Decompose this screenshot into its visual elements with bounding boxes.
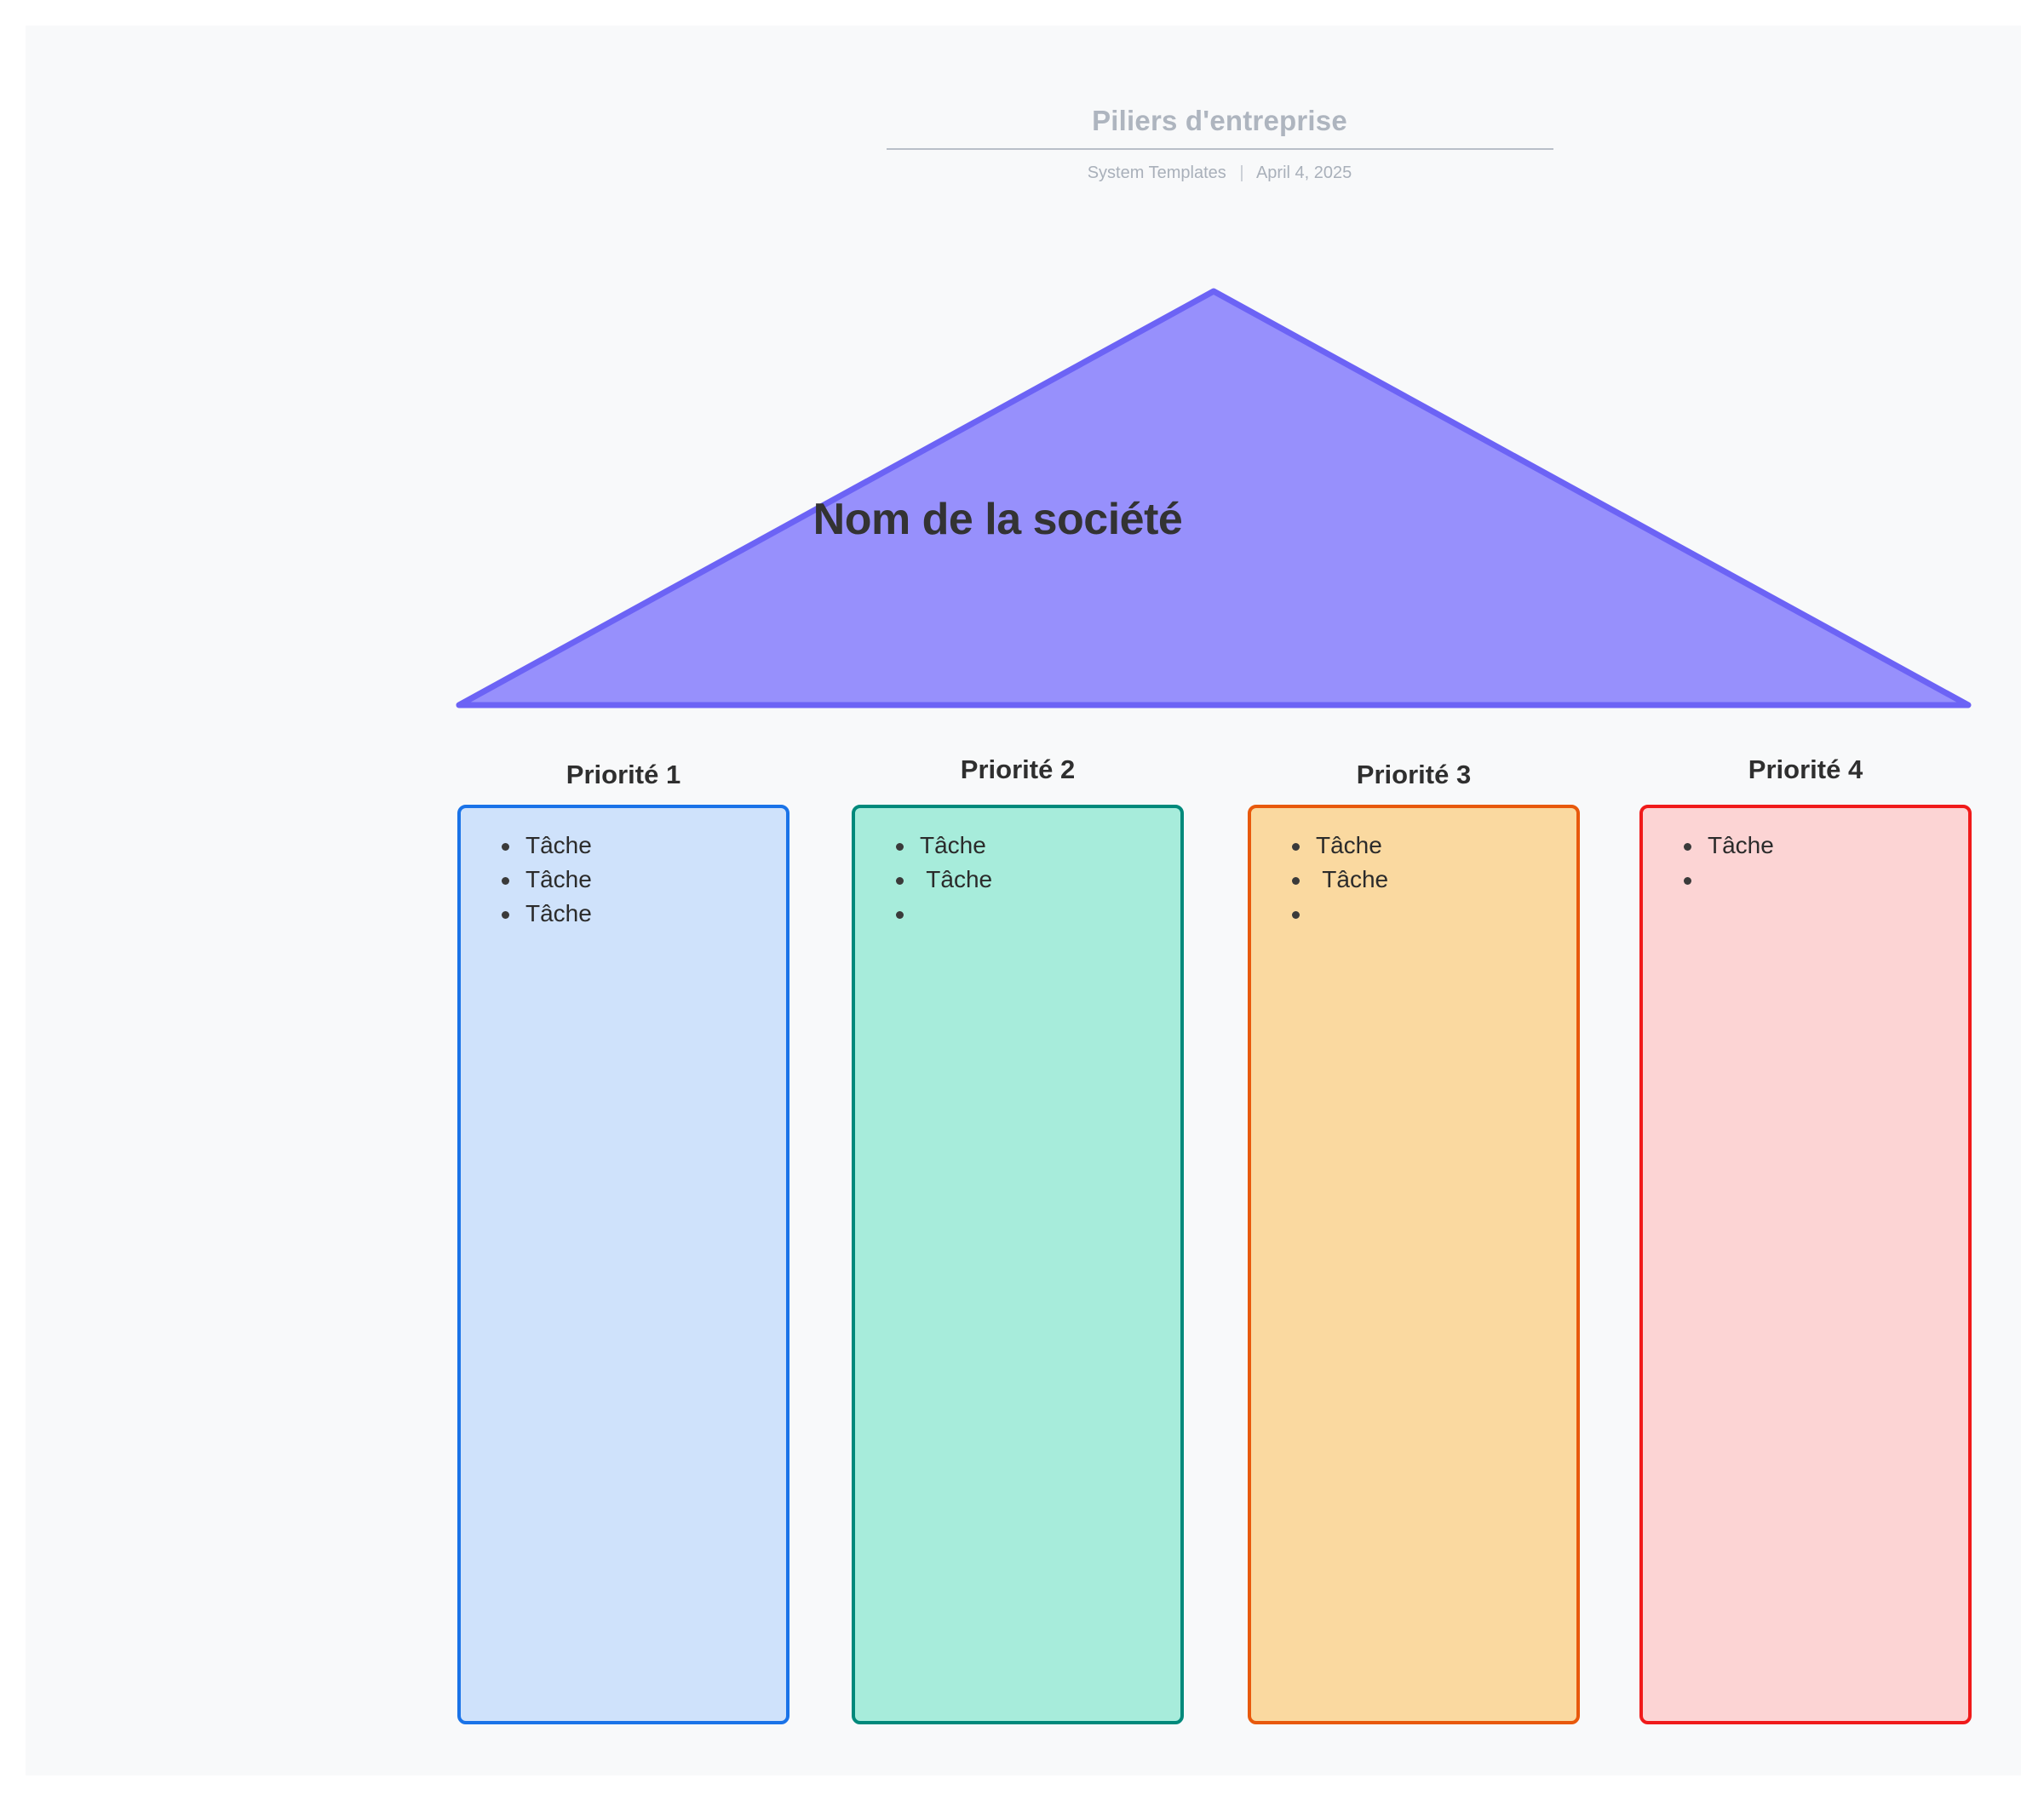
task-label: Tâche [525,832,592,858]
task-label: Tâche [1708,832,1774,858]
task-label: Tâche [920,866,993,892]
bullet-icon [1292,911,1300,919]
task-item[interactable]: Tâche [476,897,771,931]
task-item[interactable]: Tâche [1266,829,1561,863]
pillar-heading-1: Priorité 1 [566,760,681,789]
pillar-card-3[interactable]: Tâche Tâche [1248,805,1580,1724]
task-item[interactable] [1266,897,1561,931]
bullet-icon [896,843,904,851]
document-date: April 4, 2025 [1255,163,1352,182]
pillar-heading-3: Priorité 3 [1356,760,1472,789]
bullet-icon [1292,843,1300,851]
task-list: Tâche Tâche [870,829,1165,931]
pillar-card-2[interactable]: Tâche Tâche [852,805,1184,1724]
task-list: Tâche [1658,829,1953,897]
meta-separator: | [1239,163,1244,182]
bullet-icon [502,911,509,919]
task-item[interactable] [1658,863,1953,897]
pillar-card-4[interactable]: Tâche [1639,805,1972,1724]
task-item[interactable]: Tâche [476,829,771,863]
document-header: Piliers d'entreprise System Templates | … [870,102,1569,184]
document-meta: System Templates | April 4, 2025 [870,162,1569,184]
header-divider [886,148,1553,150]
task-item[interactable]: Tâche [870,829,1165,863]
bullet-icon [896,911,904,919]
roof-shape[interactable] [443,272,1984,724]
task-label: Tâche [920,832,986,858]
document-source: System Templates [1087,163,1226,182]
task-list: Tâche Tâche [1266,829,1561,931]
task-label: Tâche [1316,832,1382,858]
task-item[interactable]: Tâche [1266,863,1561,897]
company-name-label: Nom de la société [812,495,1183,544]
bullet-icon [502,843,509,851]
bullet-icon [1684,843,1691,851]
pillar-heading-4: Priorité 4 [1748,754,1863,784]
bullet-icon [502,877,509,885]
task-label: Tâche [525,866,592,892]
bullet-icon [896,877,904,885]
task-item[interactable]: Tâche [870,863,1165,897]
bullet-icon [1684,877,1691,885]
roof-triangle-icon [456,288,1972,708]
task-item[interactable]: Tâche [476,863,771,897]
bullet-icon [1292,877,1300,885]
task-item[interactable] [870,897,1165,931]
task-label: Tâche [1316,866,1389,892]
task-label: Tâche [525,900,592,926]
page-title: Piliers d'entreprise [1092,105,1347,136]
task-item[interactable]: Tâche [1658,829,1953,863]
pillar-heading-2: Priorité 2 [960,754,1076,784]
